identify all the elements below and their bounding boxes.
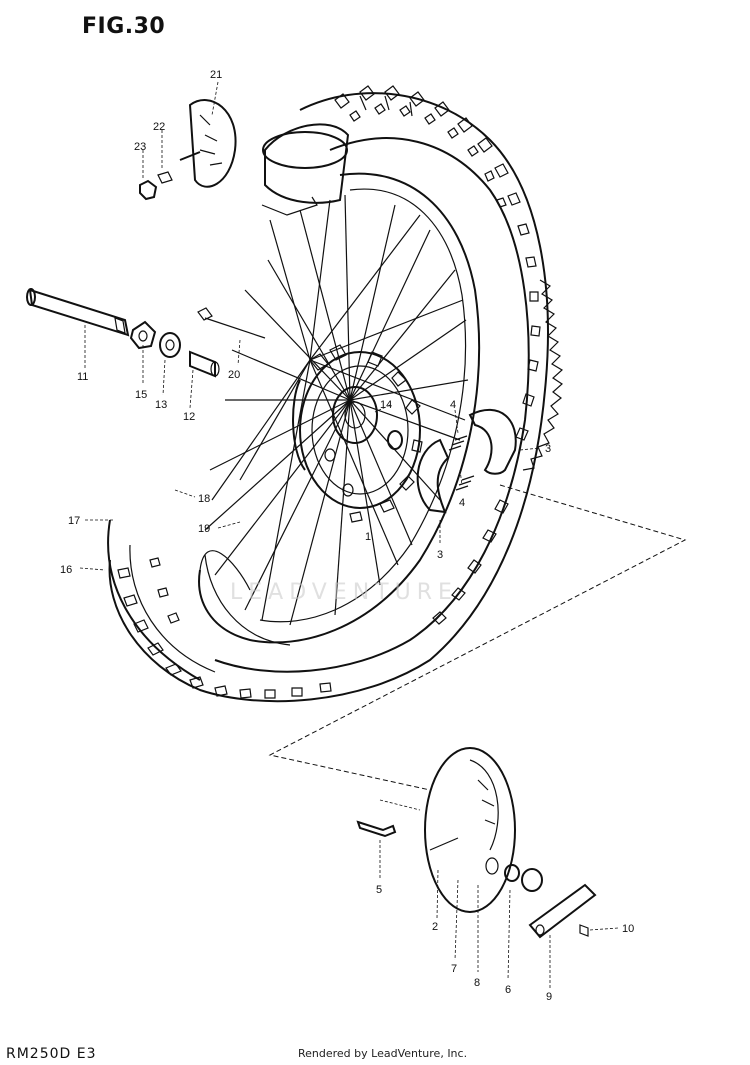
callout-labels: 1 2 3 3 4 4 5 6 7 8 9 10 11 12 13 14 15 … [60, 69, 634, 1003]
callout-5: 5 [376, 884, 382, 896]
brake-panel [356, 747, 597, 939]
model-code: RM250D E3 [6, 1046, 97, 1062]
callout-3-lower: 3 [437, 549, 443, 561]
speedometer-drive [139, 99, 237, 201]
callout-20: 20 [228, 369, 240, 381]
tube [261, 123, 350, 216]
brake-shoes [416, 409, 517, 514]
callout-16: 16 [60, 564, 72, 576]
callout-10: 10 [622, 923, 634, 935]
callout-8: 8 [474, 977, 480, 989]
spokes [204, 194, 469, 626]
callout-13: 13 [155, 399, 167, 411]
watermark-text: LEADVENTURE [230, 580, 458, 605]
callout-18: 18 [198, 493, 210, 505]
alignment-lines [268, 484, 687, 811]
callout-2: 2 [432, 921, 438, 933]
tire [107, 85, 564, 703]
leader-lines [79, 81, 619, 988]
callout-12: 12 [183, 411, 195, 423]
callout-23: 23 [134, 141, 146, 153]
callout-7: 7 [451, 963, 457, 975]
callout-6: 6 [505, 984, 511, 996]
callout-17: 17 [68, 515, 80, 527]
callout-4-lower: 4 [459, 497, 465, 509]
hub [292, 344, 423, 523]
callout-1: 1 [365, 531, 371, 543]
callout-11: 11 [77, 371, 88, 383]
callout-15: 15 [135, 389, 147, 401]
callout-3-upper: 3 [545, 443, 551, 455]
callout-4-upper: 4 [450, 399, 456, 411]
figure-title: FIG.30 [82, 14, 166, 39]
callout-22: 22 [153, 121, 165, 133]
callout-9: 9 [546, 991, 552, 1003]
axle-assembly [26, 288, 266, 378]
callout-21: 21 [210, 69, 222, 81]
rim [198, 172, 481, 646]
callout-19: 19 [198, 523, 210, 535]
callout-14: 14 [380, 399, 392, 411]
render-credit: Rendered by LeadVenture, Inc. [298, 1047, 468, 1060]
